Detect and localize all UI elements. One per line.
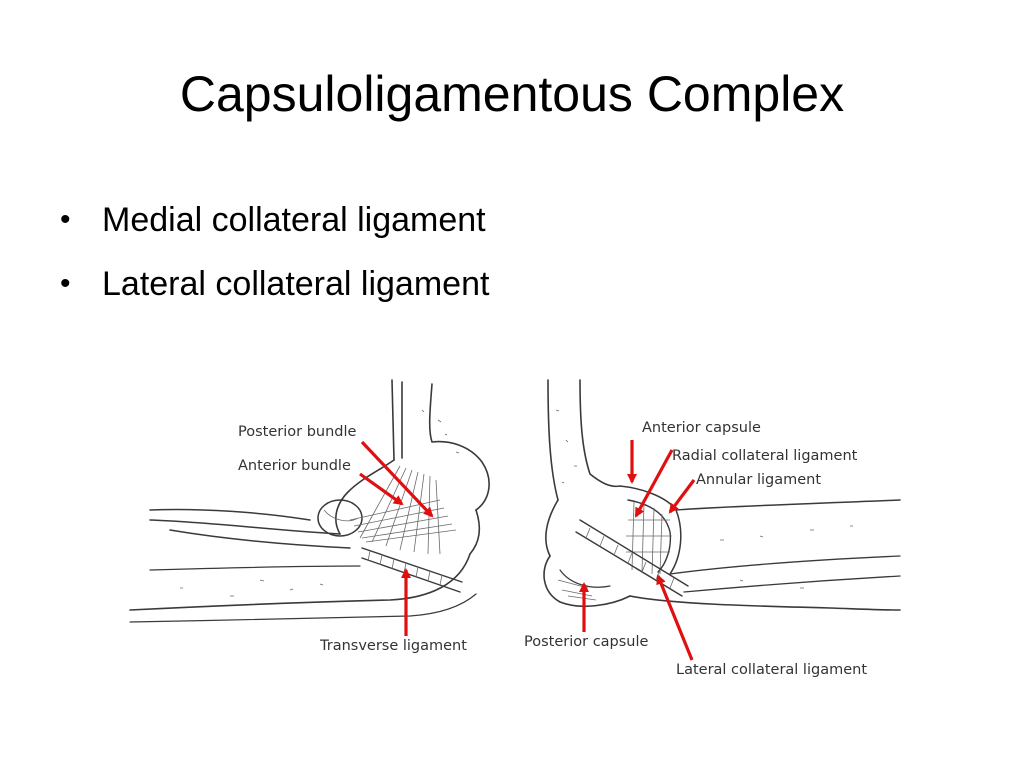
annular-ligament-label: Annular ligament xyxy=(696,472,821,488)
lateral-collateral-ligament-label: Lateral collateral ligament xyxy=(676,662,867,678)
bullet-dot: • xyxy=(60,267,71,300)
humerus-outline xyxy=(391,379,395,461)
bullet-item: • Medial collateral ligament xyxy=(58,188,489,252)
medial-epicondyle-outline xyxy=(335,459,395,535)
bullet-list: • Medial collateral ligament • Lateral c… xyxy=(58,188,489,316)
olecranon-outline xyxy=(543,555,631,608)
humerus-outline xyxy=(547,379,559,501)
forearm-outline xyxy=(149,508,311,521)
elbow-ligament-illustration: Posterior bundle Anterior bundle Transve… xyxy=(110,370,910,700)
bullet-dot: • xyxy=(60,203,71,236)
anterior-capsule-label: Anterior capsule xyxy=(642,420,761,436)
radial-collateral-ligament-arrow xyxy=(634,449,674,518)
radial-collateral-ligament-label: Radial collateral ligament xyxy=(672,448,858,464)
bullet-text: Medial collateral ligament xyxy=(102,201,486,239)
transverse-ligament-label: Transverse ligament xyxy=(319,638,467,654)
bullet-text: Lateral collateral ligament xyxy=(102,265,490,303)
mcl-fibers xyxy=(349,465,457,555)
lateral-collateral-ligament-arrow xyxy=(656,574,694,661)
posterior-bundle-arrow xyxy=(360,440,434,518)
posterior-capsule-label: Posterior capsule xyxy=(524,634,649,650)
forearm-outline xyxy=(675,499,901,511)
bullet-item: • Lateral collateral ligament xyxy=(58,252,489,316)
elbow-diagram-svg: Posterior bundle Anterior bundle Transve… xyxy=(129,379,901,678)
anterior-bundle-label: Anterior bundle xyxy=(238,458,351,474)
annular-ligament-fibers xyxy=(626,501,672,575)
lateral-epicondyle-outline xyxy=(545,499,559,557)
posterior-bundle-label: Posterior bundle xyxy=(238,424,357,440)
slide-title: Capsuloligamentous Complex xyxy=(179,66,845,122)
radial-head-outline xyxy=(317,499,363,537)
medial-view-elbow xyxy=(129,379,490,623)
anterior-bundle-arrow xyxy=(359,472,404,506)
lateral-view-elbow xyxy=(543,379,901,611)
annular-ligament-arrow xyxy=(668,479,696,514)
lcl-band xyxy=(579,519,689,587)
